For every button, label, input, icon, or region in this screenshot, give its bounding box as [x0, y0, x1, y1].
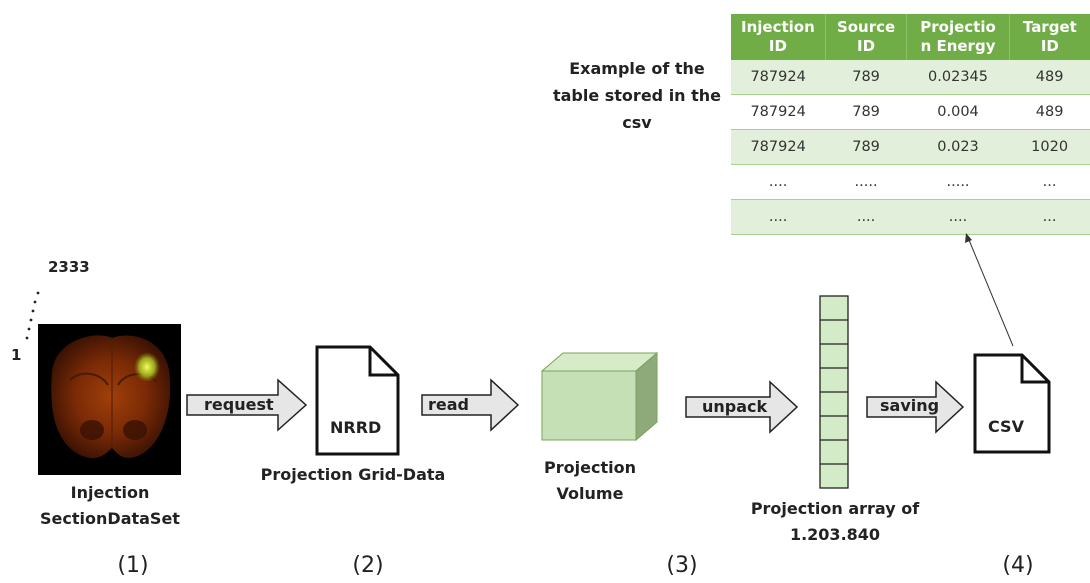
table-caption: Example of the table stored in the csv — [552, 59, 722, 132]
caption-projection-array: Projection array of 1.203.840 — [750, 499, 920, 544]
arrow-unpack — [685, 380, 799, 434]
table-row: .... .... .... ... — [731, 199, 1090, 235]
arrow-read — [421, 378, 520, 432]
arrow-request — [186, 378, 308, 432]
request-label: request — [204, 395, 274, 414]
stack-dots — [25, 291, 40, 340]
step-number-4: (4) — [1002, 553, 1034, 578]
unpack-label: unpack — [702, 397, 768, 416]
nrrd-file-label: NRRD — [330, 418, 382, 437]
brain-section-image — [38, 324, 181, 475]
table-row: 787924 789 0.004 489 — [731, 94, 1090, 130]
caption-projection-grid-data: Projection Grid-Data — [260, 465, 446, 484]
read-label: read — [428, 395, 469, 414]
csv-to-table-arrow — [965, 233, 1014, 347]
step-number-1: (1) — [117, 553, 149, 578]
table-row: 787924 789 0.02345 489 — [731, 60, 1090, 95]
caption-projection-volume: Projection Volume — [544, 458, 636, 503]
stack-bottom-label: 1 — [11, 346, 22, 364]
nrrd-file-icon — [315, 345, 400, 456]
projection-array — [819, 295, 849, 489]
projection-volume-cube — [540, 351, 659, 442]
stack-top-label: 2333 — [48, 258, 90, 276]
saving-label: saving — [880, 396, 940, 415]
caption-injection-dataset: Injection SectionDataSet — [40, 483, 180, 528]
csv-file-icon — [973, 353, 1051, 454]
table-row: 787924 789 0.023 1020 — [731, 129, 1090, 165]
csv-file-label: CSV — [988, 417, 1024, 436]
arrow-saving — [866, 380, 965, 434]
step-number-2: (2) — [352, 553, 384, 578]
table-row: .... ..... ..... ... — [731, 164, 1090, 200]
step-number-3: (3) — [666, 553, 698, 578]
